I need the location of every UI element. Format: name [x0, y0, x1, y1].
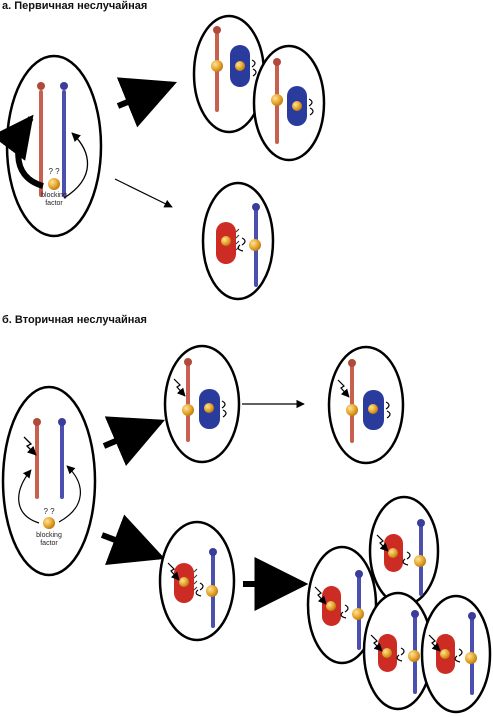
cell-maternal-inactive [201, 181, 275, 301]
section-b-heading: б. Вторичная неслучайная [2, 314, 147, 326]
cell-cluster-left [306, 545, 378, 665]
cell-cluster-right [420, 594, 492, 714]
cell-cluster-bottom-middle [362, 591, 434, 711]
thick-arrow-b-bottom [100, 514, 166, 566]
question-marks-a: ? ? [48, 167, 60, 176]
paternal-chromosome [60, 82, 68, 197]
section-a: ? ? blocking factor [0, 14, 326, 301]
source-cell-a: ? ? blocking factor [0, 54, 103, 238]
source-cell-b: ? ? blocking factor [1, 385, 97, 577]
thin-curved-arrow-right [58, 465, 81, 523]
cell-paternal-inactive-1 [192, 14, 266, 134]
thick-arrow-b-top [102, 416, 165, 466]
blocking-factor-label-a1: blocking [41, 192, 67, 199]
cell-b-bottom-left [158, 520, 236, 642]
section-b: ? ? blocking factor [1, 344, 492, 714]
cell-cluster-top [368, 495, 440, 607]
thick-curved-arrow [0, 114, 45, 189]
thin-arrow-a-bottom [114, 178, 173, 208]
blocking-factor-label-b1: blocking [36, 532, 62, 539]
cell-b-top-left [163, 344, 241, 464]
question-marks-b: ? ? [43, 507, 55, 516]
cell-paternal-inactive-2 [252, 44, 326, 162]
maternal-chromosome [37, 82, 45, 197]
blocking-factor-ball-a [48, 178, 60, 190]
blocking-factor-label-a2: factor [45, 200, 63, 207]
blocking-factor-ball-b [43, 517, 55, 529]
mutation-lightning-b [23, 436, 37, 456]
section-a-heading: а. Первичная неслучайная [2, 0, 148, 12]
cell-b-top-right [327, 345, 405, 465]
thin-curved-arrow-left [18, 469, 40, 524]
thick-arrow-a-top [116, 77, 178, 128]
thin-curved-arrow [63, 132, 89, 199]
blocking-factor-label-b2: factor [40, 540, 58, 547]
